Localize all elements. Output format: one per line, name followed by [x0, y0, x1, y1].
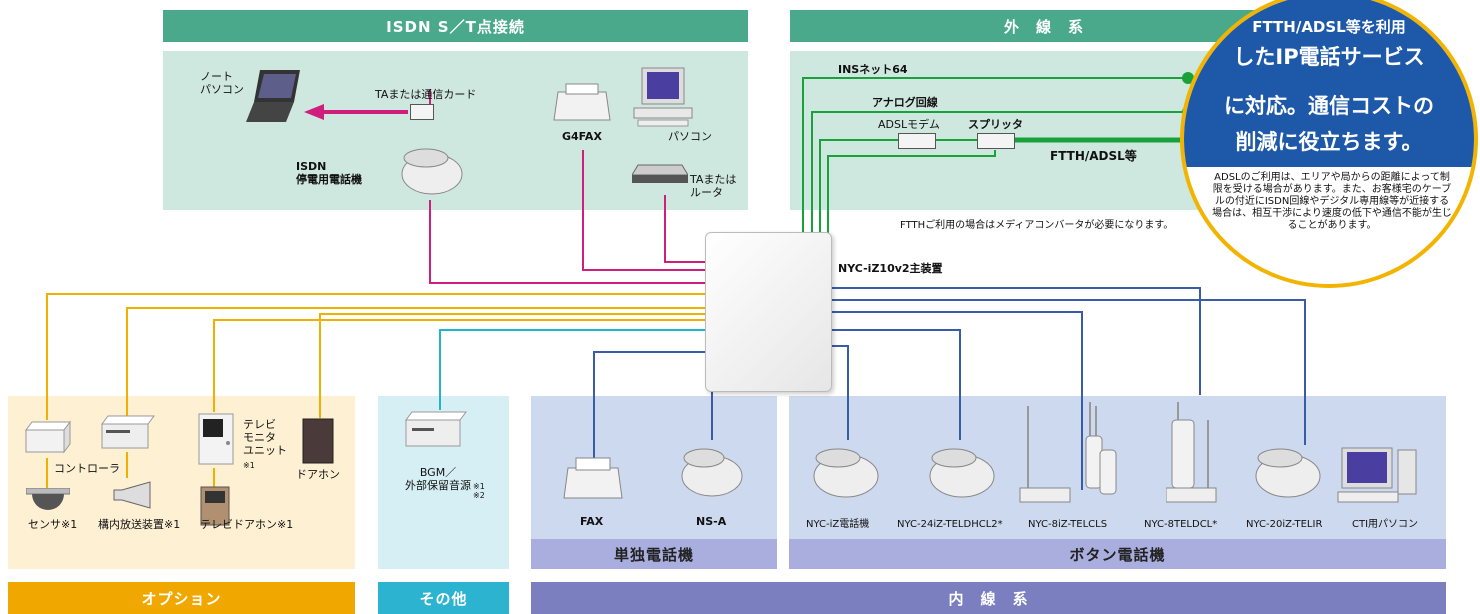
doorphone-icon — [302, 418, 334, 464]
badge-title-line-1: FTTH/ADSL等を利用 — [1252, 18, 1406, 36]
badge-note: ADSLのご利用は、エリアや局からの距離によって制限を受ける場合があります。また… — [1212, 172, 1452, 231]
nyc-20iz-phone-icon — [1250, 440, 1324, 502]
doorphone-label: ドアホン — [296, 468, 340, 481]
badge-title-line-4: 削減に役立ちます。 — [1235, 130, 1423, 154]
isdn-lines — [429, 90, 705, 284]
tv-doorphone-icon — [200, 486, 230, 526]
badge-title-line-2: したIP電話サービス — [1233, 45, 1425, 69]
ip-phone-badge — [1180, 0, 1478, 288]
isdn-phone-icon — [396, 140, 468, 200]
external-lines — [802, 77, 1188, 238]
nyc-8iz-telcls-icon — [1016, 400, 1126, 506]
cti-pc-icon — [1336, 446, 1422, 506]
ta-card-box — [410, 104, 434, 120]
ta-router-label: TAまたは ルータ — [690, 173, 737, 199]
button-band: ボタン電話機 — [789, 539, 1446, 569]
tv-doorphone-label: テレビドアホン※1 — [200, 518, 294, 531]
nyc-8teldcl-icon — [1166, 400, 1226, 506]
badge-title-line-3: に対応。通信コストの — [1224, 94, 1434, 118]
isdn-phone-label: ISDN 停電用電話機 — [296, 160, 362, 186]
bgm-line — [439, 329, 705, 410]
g4fax-label: G4FAX — [562, 130, 602, 143]
ta-card-label: TAまたは通信カード — [375, 88, 477, 101]
splitter-box — [977, 133, 1015, 149]
adsl-modem-box — [898, 133, 936, 149]
pc-icon — [628, 66, 698, 130]
internal-band: 内 線 系 — [531, 582, 1446, 614]
nsa-label: NS-A — [696, 515, 727, 528]
other-band: その他 — [378, 582, 509, 614]
ftth-label: FTTH/ADSL等 — [1050, 149, 1137, 163]
main-unit — [705, 232, 832, 392]
amplifier-icon — [100, 414, 156, 450]
controller-label: コントローラ — [54, 462, 120, 475]
nyc-24iz-phone-icon — [924, 440, 998, 502]
isdn-band: ISDN S／T点接続 — [163, 10, 748, 42]
sensor-icon — [26, 488, 70, 512]
single-band: 単独電話機 — [531, 539, 777, 569]
adsl-modem-label: ADSLモデム — [878, 118, 940, 131]
button-phone-label-5: NYC-20iZ-TELIR — [1246, 519, 1323, 530]
notebook-label: ノート パソコン — [200, 70, 244, 96]
nsa-phone-icon — [676, 440, 746, 502]
pc-label: パソコン — [668, 130, 712, 143]
tv-monitor-icon — [198, 413, 234, 465]
ftth-note: FTTHご利用の場合はメディアコンバータが必要になります。 — [900, 220, 1174, 231]
speaker-icon — [110, 480, 154, 510]
sensor-label: センサ※1 — [28, 518, 78, 531]
bgm-mark: ※1 ※2 — [473, 482, 485, 500]
ins-label: INSネット64 — [838, 63, 908, 76]
button-phone-label-1: NYC-iZ電話機 — [806, 519, 870, 530]
button-phone-label-6: CTI用パソコン — [1352, 519, 1419, 530]
bgm-label: BGM／ 外部保留音源 — [405, 466, 471, 492]
g4fax-icon — [552, 80, 612, 126]
nyc-iz-phone-icon — [808, 440, 882, 502]
fax-label: FAX — [580, 515, 604, 528]
fax-icon — [562, 454, 624, 502]
pa-label: 構内放送装置※1 — [98, 518, 181, 531]
button-phone-label-3: NYC-8iZ-TELCLS — [1028, 519, 1108, 530]
splitter-label: スプリッタ — [968, 118, 1023, 131]
notebook-icon — [246, 66, 306, 126]
tv-unit-mark: ※1 — [243, 461, 255, 470]
main-unit-label: NYC-iZ10v2主装置 — [838, 262, 943, 275]
button-phone-label-2: NYC-24iZ-TELDHCL2* — [897, 519, 1003, 530]
tv-unit-label: テレビ モニタ ユニット — [243, 418, 287, 457]
bgm-icon — [404, 410, 468, 450]
button-phone-label-4: NYC-8TELDCL* — [1144, 519, 1218, 530]
controller-icon — [24, 420, 72, 454]
arrow-head — [304, 104, 324, 120]
option-lines — [46, 293, 705, 420]
analog-label: アナログ回線 — [872, 96, 938, 109]
option-band: オプション — [8, 582, 355, 614]
ta-router-icon — [632, 163, 688, 185]
